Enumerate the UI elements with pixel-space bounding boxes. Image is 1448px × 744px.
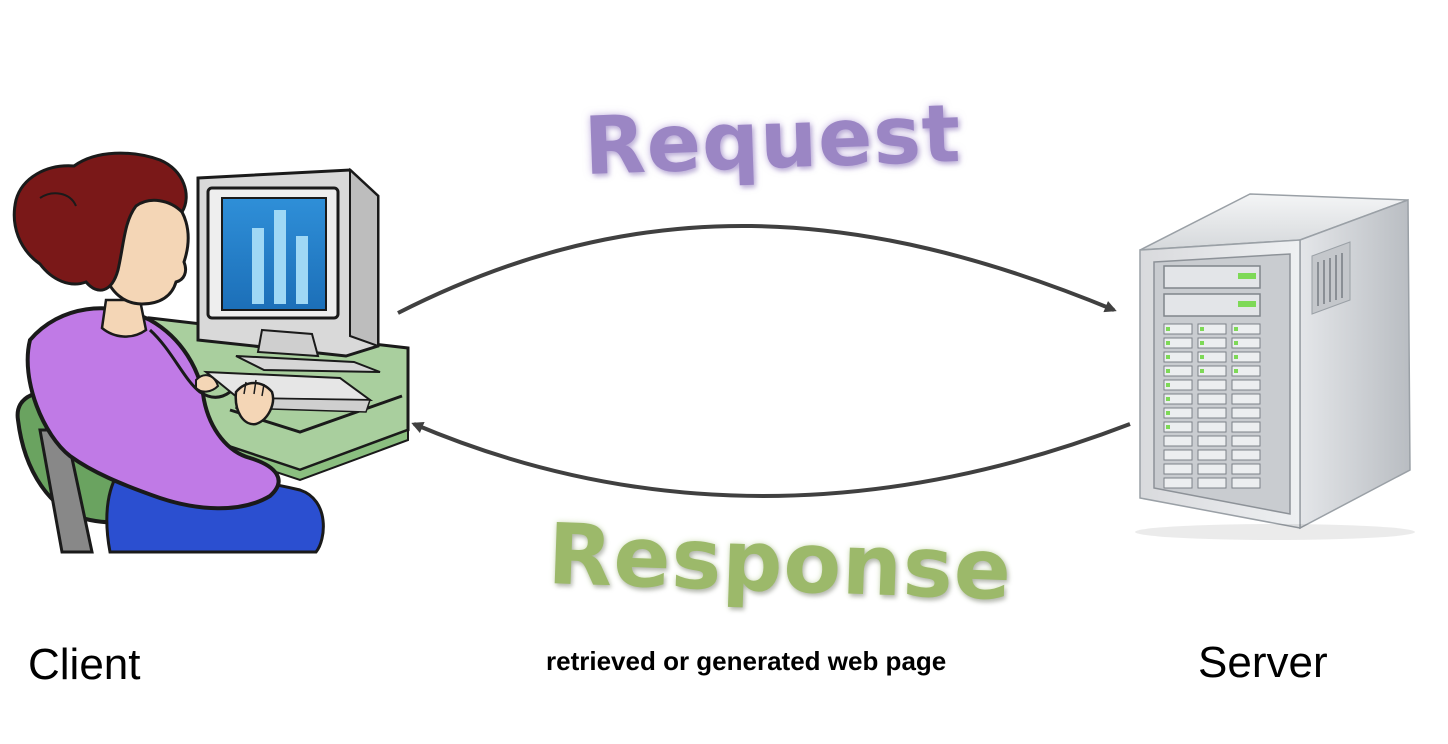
server-tower-icon bbox=[1135, 193, 1415, 540]
response-caption: retrieved or generated web page bbox=[546, 646, 947, 676]
response-label: Response bbox=[546, 505, 1014, 620]
client-label: Client bbox=[28, 640, 141, 689]
response-arrow bbox=[411, 421, 1131, 498]
server-label: Server bbox=[1198, 638, 1328, 687]
person-at-computer-icon bbox=[12, 151, 410, 554]
request-label: Request bbox=[582, 86, 963, 193]
request-arrow bbox=[397, 224, 1117, 315]
